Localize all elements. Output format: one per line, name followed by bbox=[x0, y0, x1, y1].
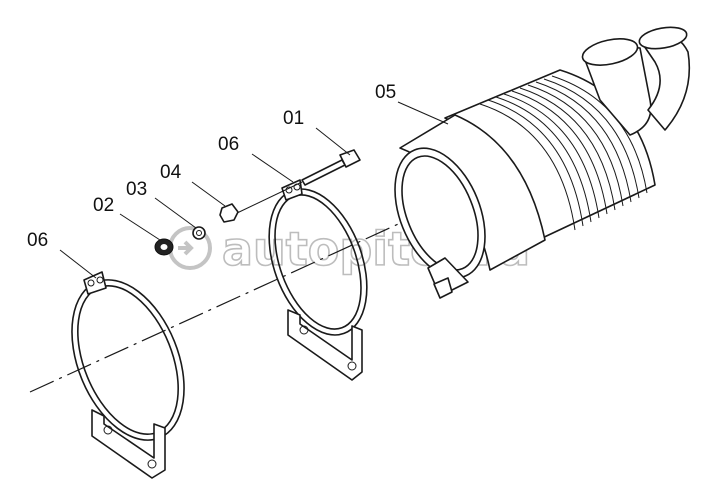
label-part-06-upper: 06 bbox=[218, 134, 239, 155]
housing-ribs bbox=[479, 75, 648, 231]
band-clamp-lower bbox=[71, 271, 185, 479]
label-part-02: 02 bbox=[93, 195, 114, 216]
label-part-05: 05 bbox=[375, 82, 396, 103]
label-part-06-lower: 06 bbox=[27, 230, 48, 251]
hex-nut bbox=[219, 203, 239, 223]
flat-washer bbox=[192, 226, 206, 240]
label-part-04: 04 bbox=[160, 162, 182, 183]
assembly-axis-line bbox=[29, 204, 441, 393]
band-clamp-upper bbox=[268, 179, 368, 381]
label-part-03: 03 bbox=[126, 179, 147, 200]
air-filter-housing bbox=[394, 26, 691, 299]
bolt bbox=[301, 149, 361, 186]
spring-washer bbox=[154, 238, 174, 256]
leader-lines bbox=[59, 101, 449, 279]
watermark-arrow-icon bbox=[178, 240, 194, 256]
label-part-01: 01 bbox=[283, 108, 304, 129]
